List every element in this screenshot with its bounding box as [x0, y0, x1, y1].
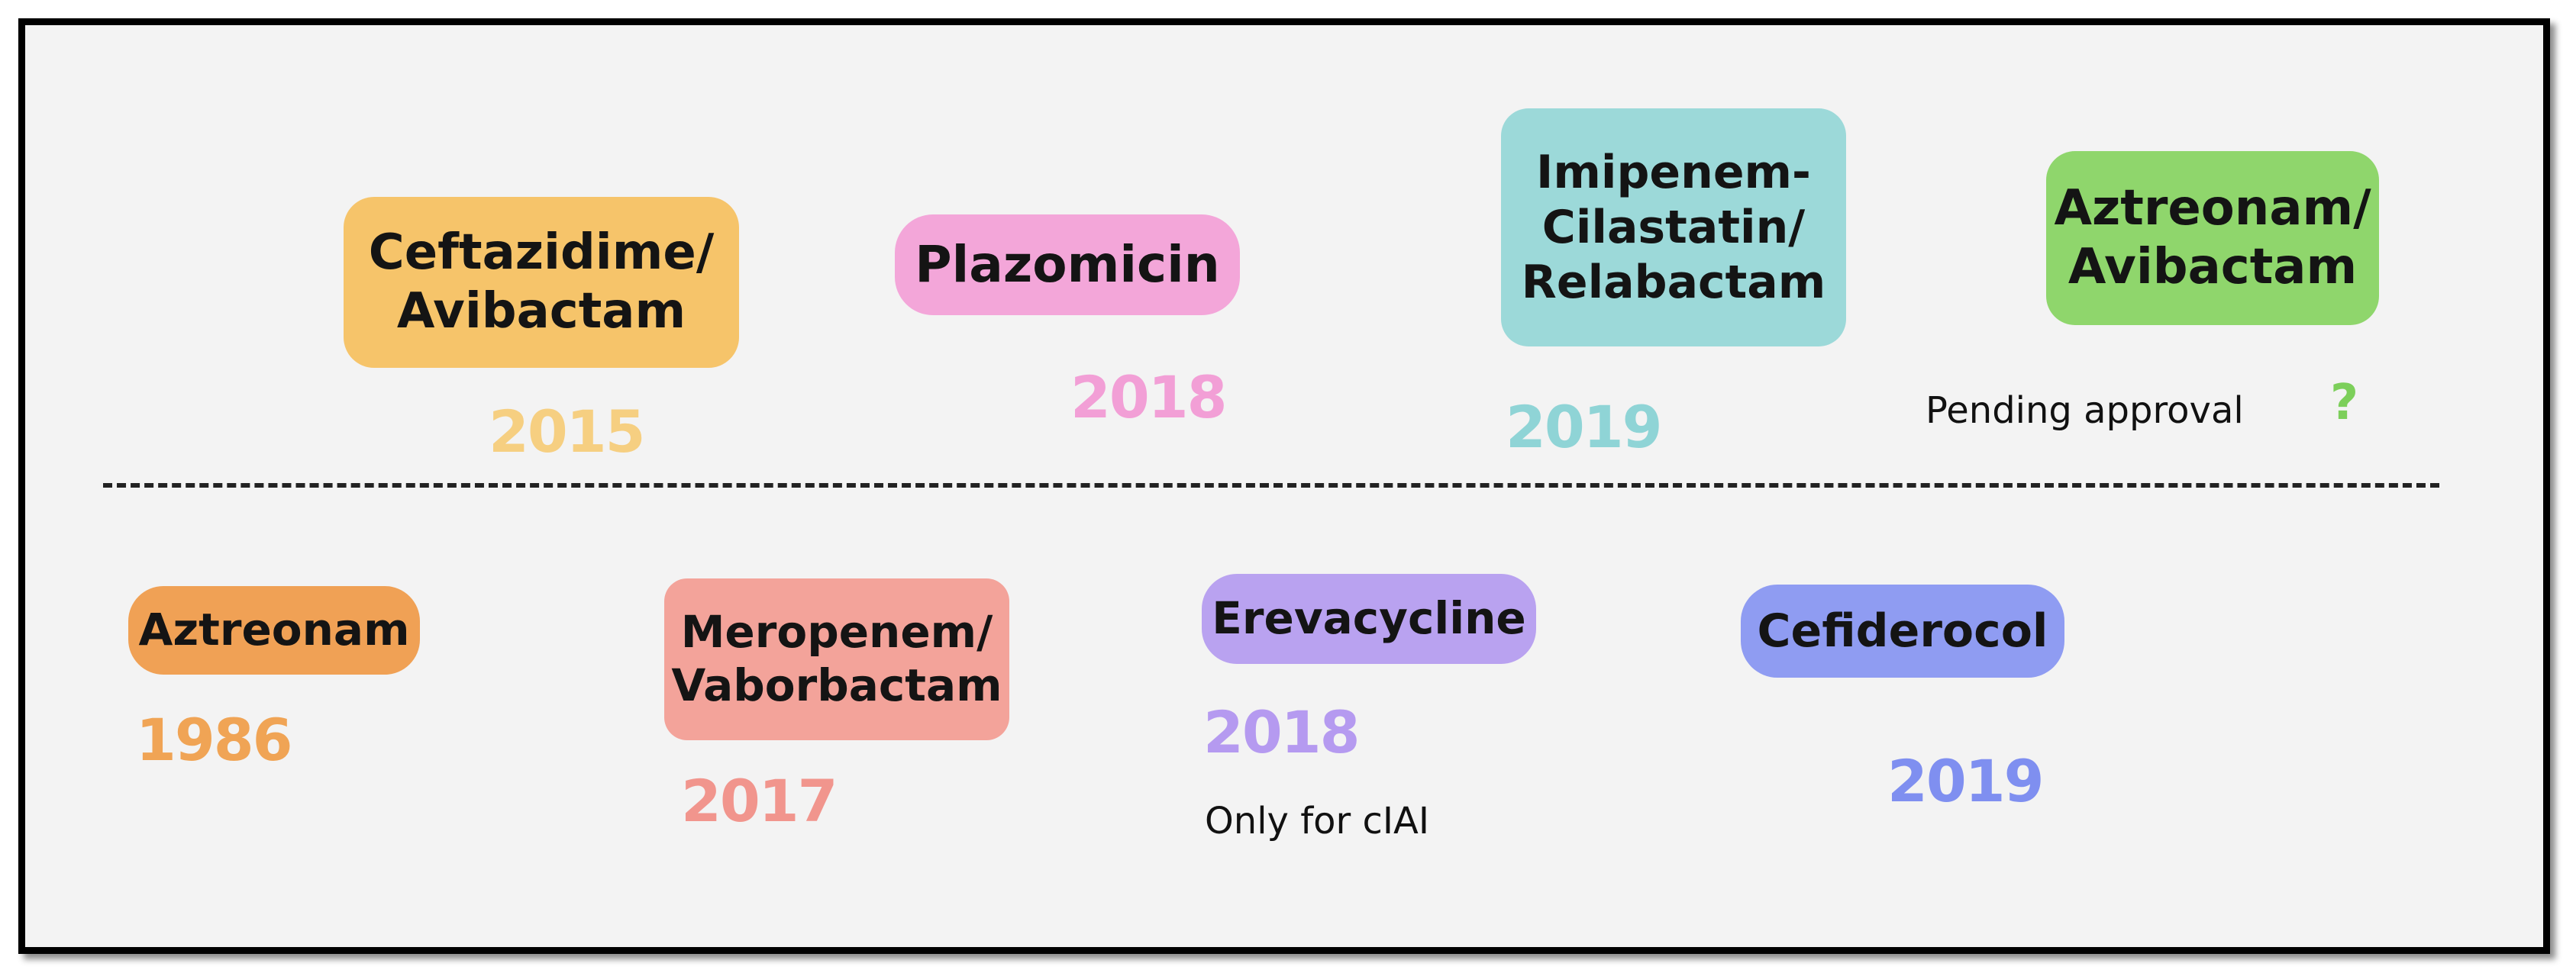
drug-pill-ceftazidime-avibactam: Ceftazidime/ Avibactam	[344, 197, 739, 368]
year-2018-top: 2018	[1070, 363, 1228, 431]
drug-pill-cefiderocol: Cefiderocol	[1741, 585, 2064, 678]
drug-name-line: Ceftazidime/	[368, 224, 715, 282]
year-2019-top: 2019	[1506, 393, 1663, 461]
drug-name-line: Avibactam	[396, 283, 686, 340]
drug-name-line: Vaborbactam	[671, 659, 1002, 711]
drug-name-line: Erevacycline	[1212, 592, 1526, 645]
drug-name-line: Relabactam	[1521, 256, 1826, 309]
drug-name-line: Aztreonam	[138, 604, 410, 656]
drug-name-line: Cefiderocol	[1757, 604, 2048, 658]
drug-name-line: Avibactam	[2068, 239, 2358, 295]
drug-pill-erevacycline: Erevacycline	[1202, 574, 1536, 664]
drug-name-line: Aztreonam/	[2054, 180, 2371, 237]
drug-pill-meropenem-vaborbactam: Meropenem/ Vaborbactam	[664, 578, 1009, 740]
drug-pill-imipenem-cilastatin-relabactam: Imipenem- Cilastatin/ Relabactam	[1501, 108, 1846, 346]
drug-name-line: Imipenem-	[1536, 146, 1811, 199]
drug-name-line: Meropenem/	[680, 606, 993, 659]
year-2018-bottom: 2018	[1203, 698, 1361, 766]
question-mark-icon: ?	[2330, 375, 2359, 431]
pending-approval-note: Pending approval	[1926, 389, 2244, 432]
year-2017: 2017	[681, 767, 838, 835]
drug-pill-plazomicin: Plazomicin	[895, 214, 1240, 315]
timeline-divider	[103, 483, 2439, 488]
drug-pill-aztreonam-avibactam: Aztreonam/ Avibactam	[2046, 151, 2379, 325]
year-1986: 1986	[136, 706, 293, 774]
year-2019-bottom: 2019	[1887, 747, 2045, 815]
year-2015: 2015	[489, 398, 646, 466]
drug-name-line: Plazomicin	[915, 235, 1220, 295]
drug-name-line: Cilastatin/	[1541, 201, 1806, 254]
drug-pill-aztreonam: Aztreonam	[128, 586, 420, 675]
only-for-ciai-note: Only for cIAI	[1205, 800, 1429, 843]
